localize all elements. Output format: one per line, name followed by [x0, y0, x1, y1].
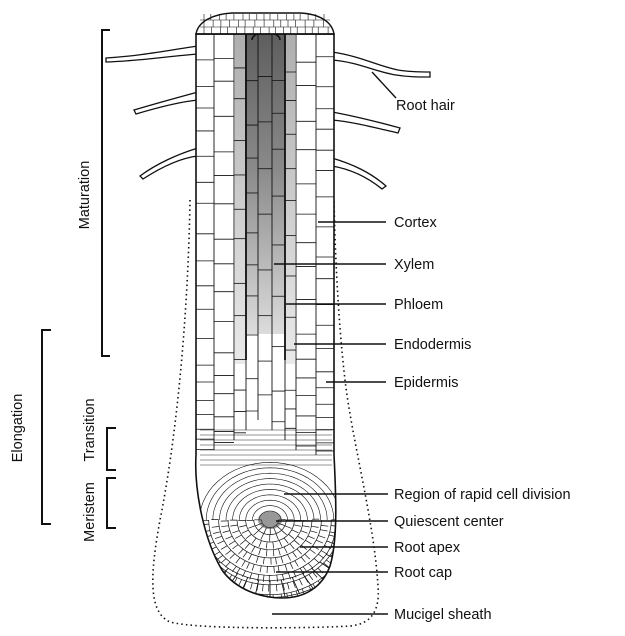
phloem-label: Phloem: [394, 297, 443, 313]
elongation-label: Elongation: [10, 394, 26, 463]
root-apex-label: Root apex: [394, 540, 461, 556]
maturation-bracket: [102, 30, 110, 356]
xylem-label: Xylem: [394, 257, 434, 273]
cortex-label: Cortex: [394, 215, 437, 231]
maturation-label: Maturation: [77, 161, 93, 230]
meristem-label: Meristem: [82, 482, 98, 542]
mucigel-sheath-label: Mucigel sheath: [394, 607, 492, 623]
endodermis-label: Endodermis: [394, 337, 471, 353]
structure-labels: Root hair Cortex Xylem Phloem Endodermis…: [394, 98, 571, 623]
transition-label: Transition: [82, 398, 98, 461]
transition-bracket: [107, 428, 116, 470]
quiescent-center-label: Quiescent center: [394, 514, 504, 530]
root-hair-label: Root hair: [396, 98, 455, 114]
meristem-bracket: [107, 478, 116, 528]
rapid-division-label: Region of rapid cell division: [394, 487, 571, 503]
zone-brackets: [42, 30, 116, 528]
root-top-section: [196, 13, 334, 34]
root-cap-label: Root cap: [394, 565, 452, 581]
elongation-bracket: [42, 330, 51, 524]
root-hair-leader: [372, 72, 396, 98]
epidermis-label: Epidermis: [394, 375, 458, 391]
